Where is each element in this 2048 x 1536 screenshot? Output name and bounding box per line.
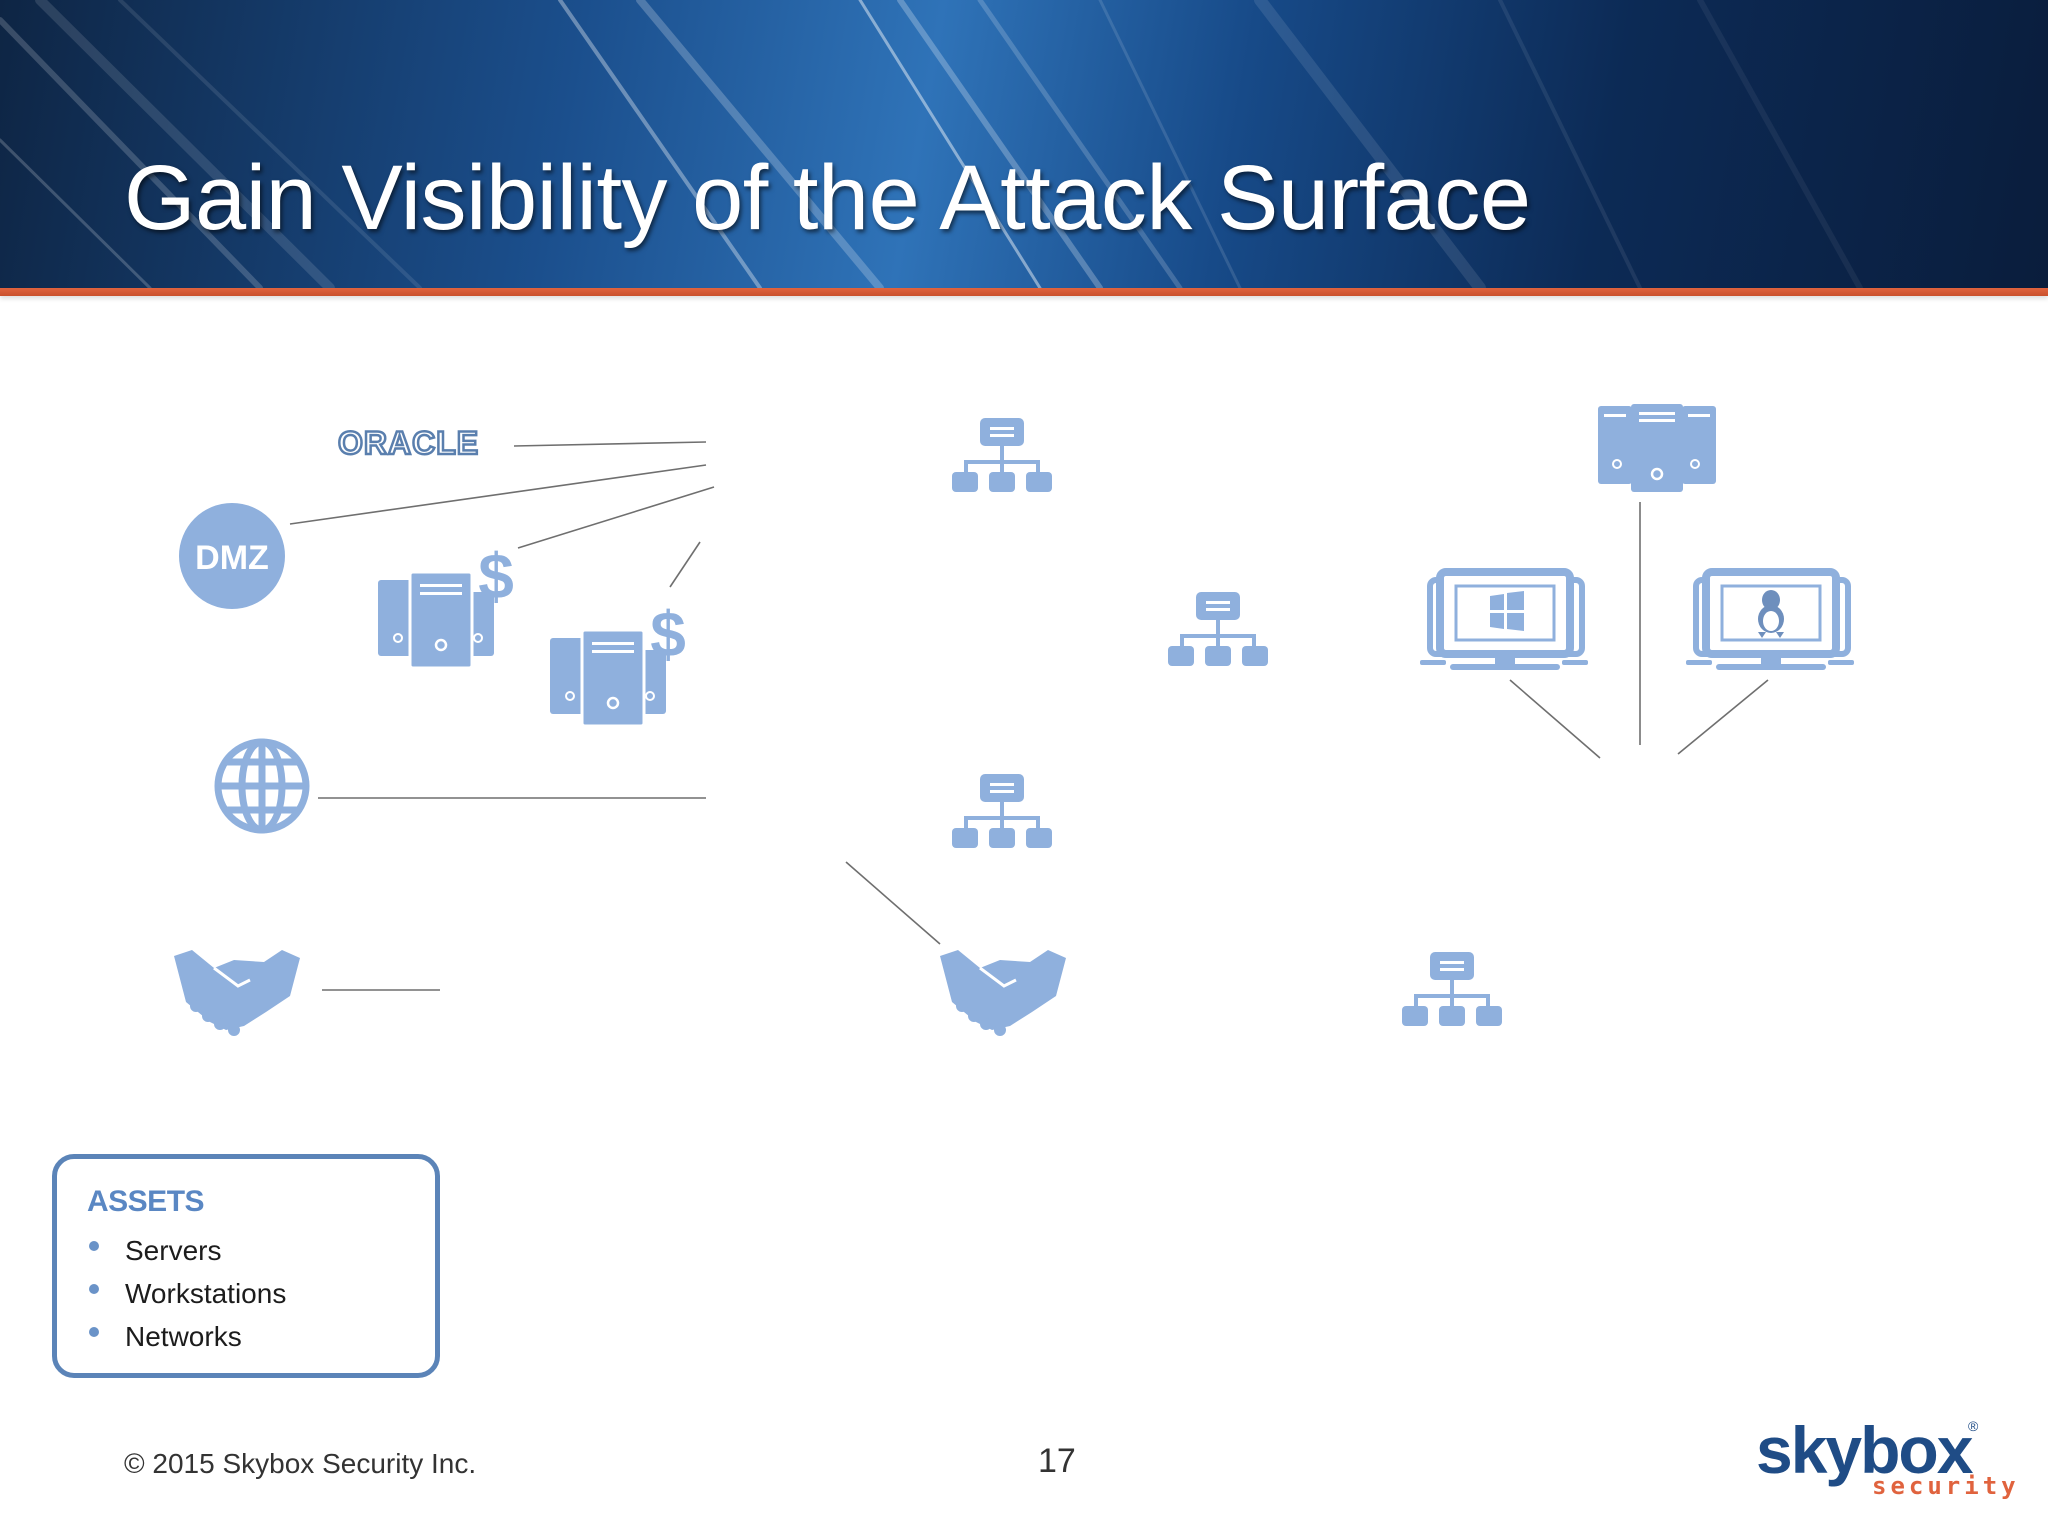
network-hierarchy-icon	[1402, 952, 1502, 1026]
oracle-logo: ORACLE	[337, 424, 480, 463]
network-hierarchy-icon	[952, 774, 1052, 848]
logo-wordmark: skybox	[1756, 1413, 1973, 1487]
globe-icon	[214, 738, 310, 834]
handshake-icon	[172, 948, 302, 1038]
server-dollar-icon: $	[550, 598, 686, 728]
logo-subtitle: security	[1872, 1472, 2020, 1500]
list-item-label: Workstations	[125, 1278, 287, 1309]
dmz-label: DMZ	[195, 539, 269, 577]
dmz-badge: DMZ	[179, 503, 285, 609]
assets-title: ASSETS	[87, 1185, 205, 1218]
assets-legend-box: ASSETS Servers Workstations Networks	[52, 1154, 440, 1378]
oracle-logo-text: ORACLE	[338, 425, 479, 461]
bullet-icon	[89, 1284, 99, 1294]
page-number: 17	[1038, 1442, 1076, 1480]
network-hierarchy-icon	[952, 418, 1052, 492]
header-light-streaks	[0, 0, 1863, 288]
windows-workstation-icon	[1420, 568, 1588, 670]
skybox-logo: skybox ® security	[1756, 1412, 2016, 1502]
bullet-icon	[89, 1327, 99, 1337]
slide-title: Gain Visibility of the Attack Surface	[124, 147, 1531, 249]
svg-text:$: $	[478, 540, 514, 612]
copyright-footer: © 2015 Skybox Security Inc.	[124, 1448, 477, 1479]
bullet-icon	[89, 1241, 99, 1251]
handshake-icon	[938, 948, 1068, 1038]
list-item-label: Servers	[125, 1235, 222, 1266]
server-cluster-icon	[1598, 402, 1716, 494]
server-dollar-icon: $	[378, 540, 514, 670]
header-banner: Gain Visibility of the Attack Surface	[0, 0, 2048, 288]
connector-lines	[289, 441, 1769, 991]
svg-text:$: $	[650, 598, 686, 670]
logo-registered-mark: ®	[1968, 1418, 1979, 1434]
linux-workstation-icon	[1686, 568, 1854, 670]
network-hierarchy-icon	[1168, 592, 1268, 666]
list-item-label: Networks	[125, 1321, 242, 1352]
header-accent-rule	[0, 288, 2048, 296]
